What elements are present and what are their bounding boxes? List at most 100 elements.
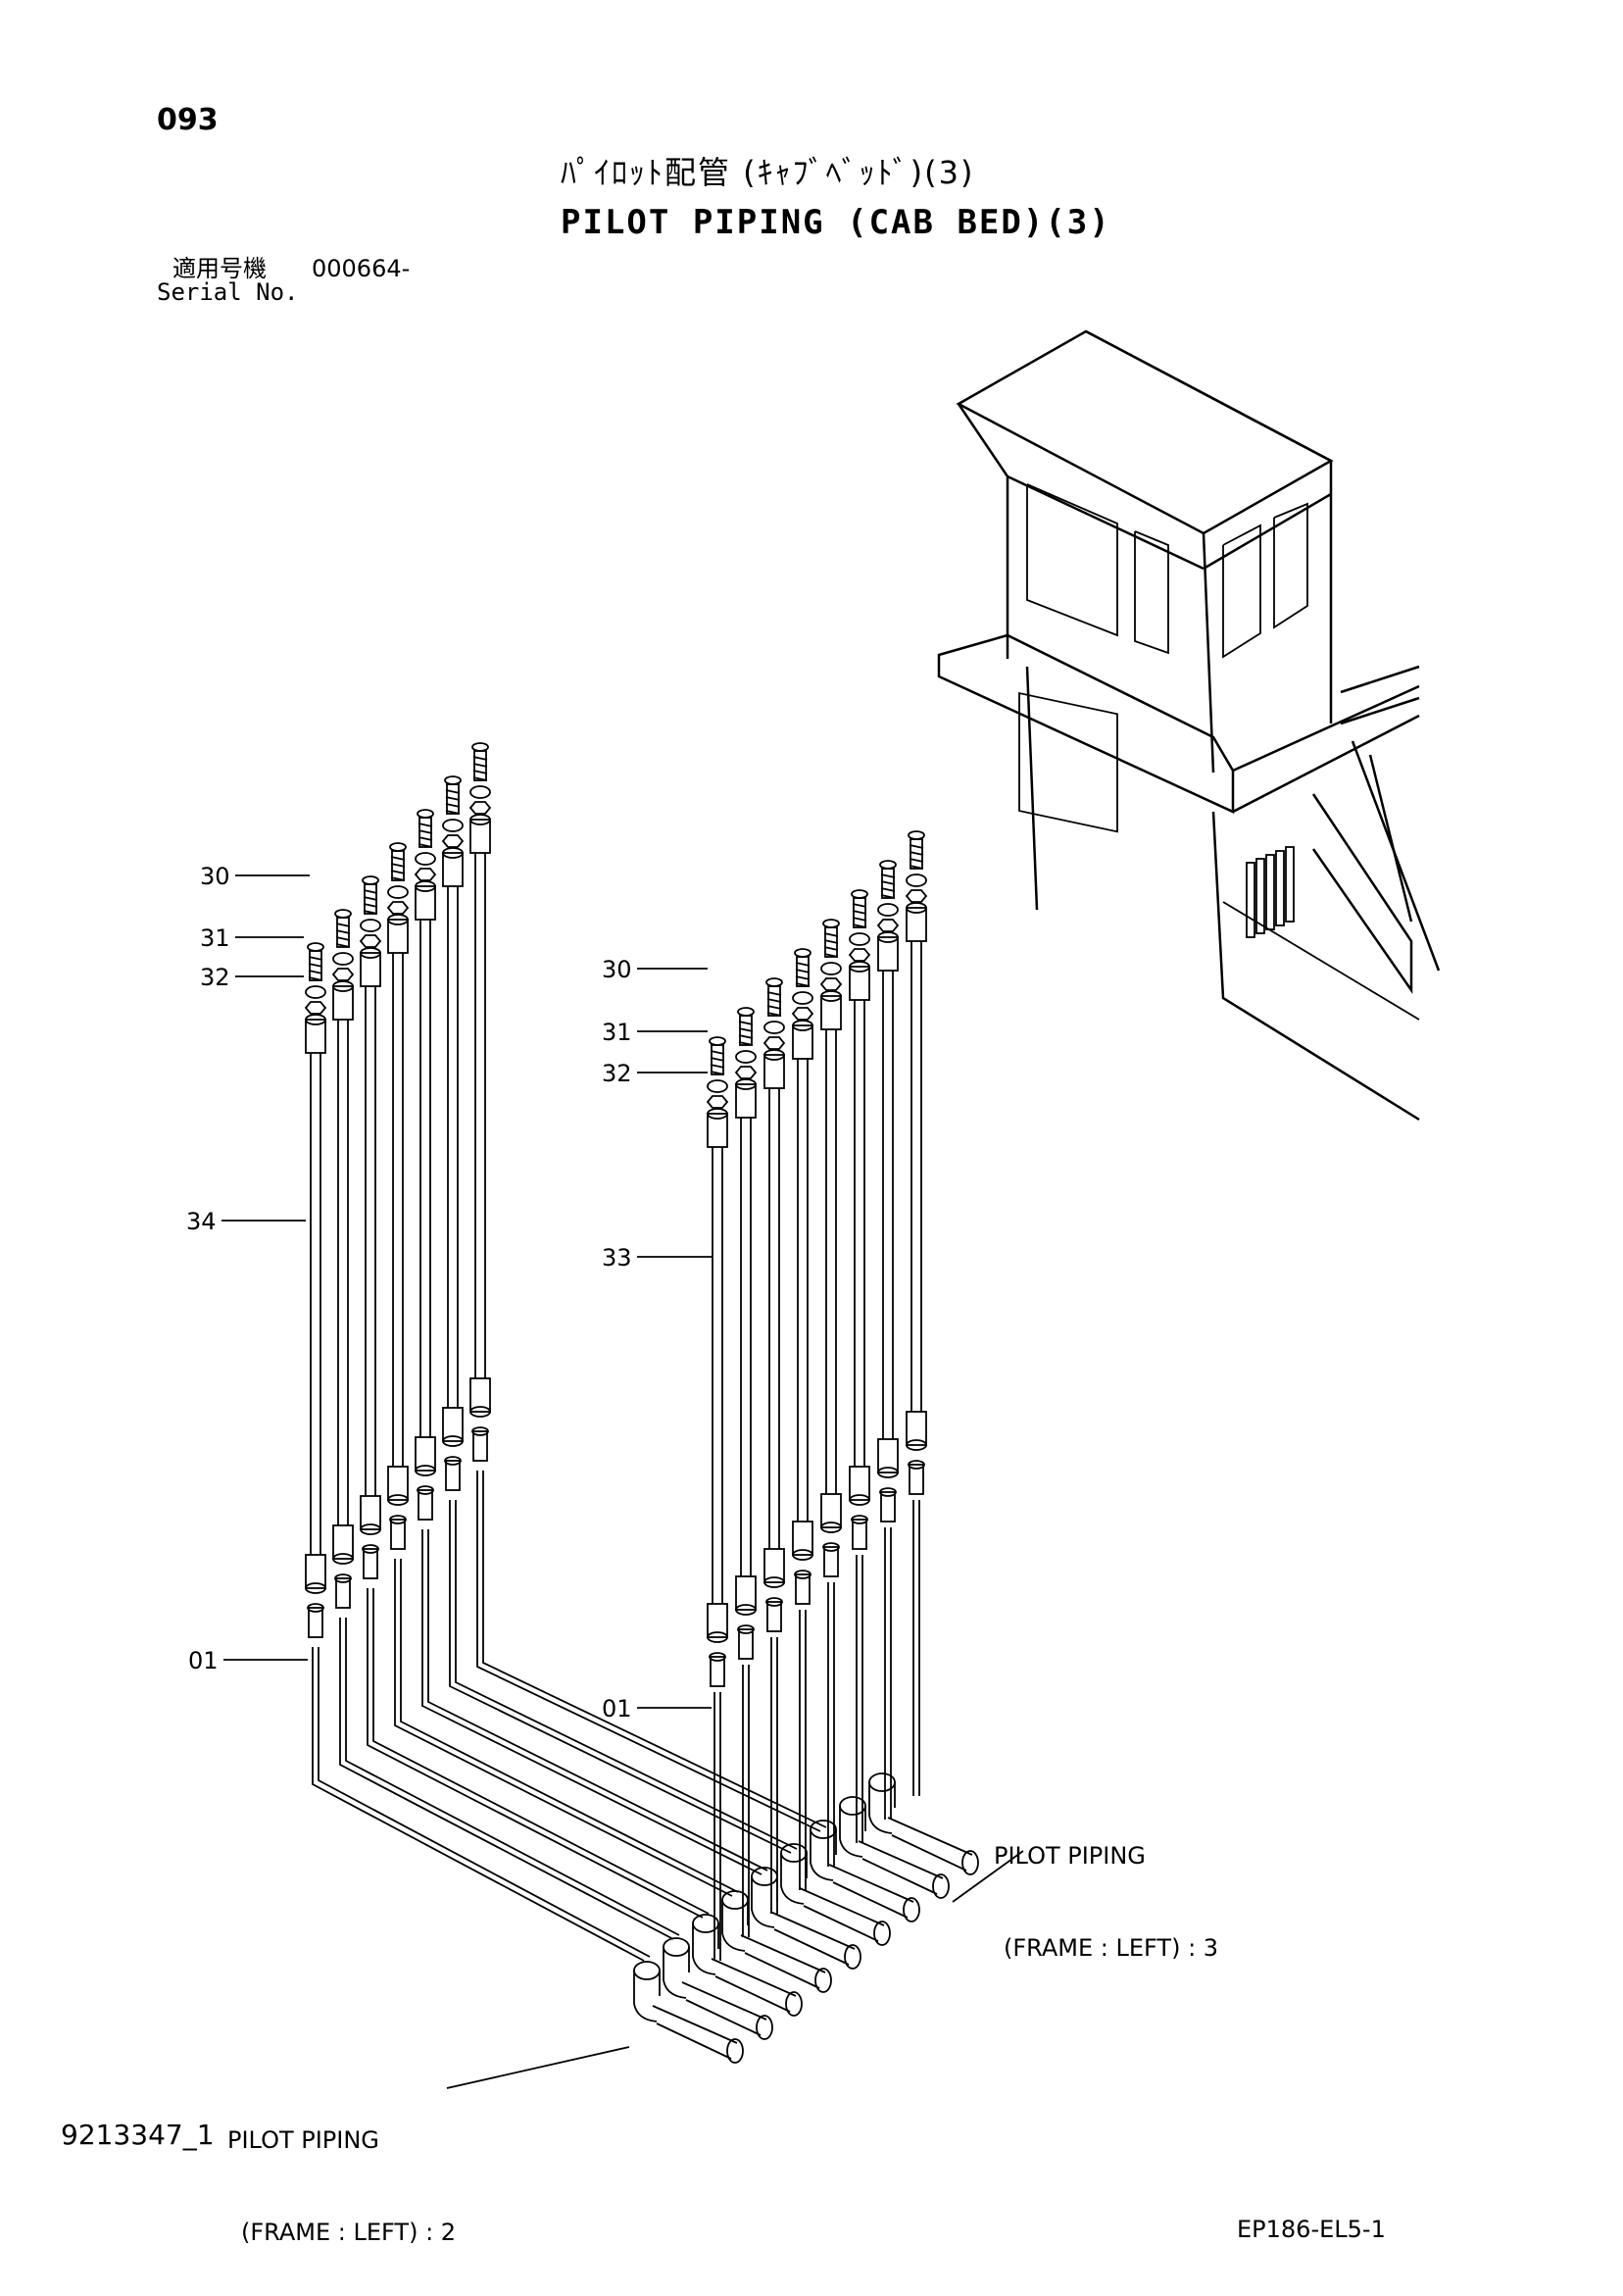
washer (877, 903, 899, 917)
pipe-assembly (414, 809, 437, 1521)
elbow-fitting (721, 1890, 832, 1993)
note-pilot-frame-2-line1: PILOT PIPING (227, 2126, 379, 2155)
washer (735, 1050, 757, 1064)
fitting-top (332, 985, 354, 1021)
nut (876, 919, 900, 932)
adapter (795, 1573, 811, 1605)
elbow-fitting (780, 1843, 891, 1946)
fitting-bottom (442, 1407, 464, 1442)
note-pilot-frame-3-line1: PILOT PIPING (994, 1842, 1146, 1871)
nut (386, 901, 410, 915)
nut (304, 1001, 327, 1015)
elbow-fitting (751, 1867, 861, 1970)
washer (820, 962, 842, 975)
washer (360, 919, 381, 932)
elbow-fitting (810, 1820, 920, 1922)
elbow-fitting (663, 1937, 773, 2040)
adapter (766, 1601, 782, 1632)
elbow-fitting (692, 1914, 803, 2017)
adapter (335, 1577, 351, 1609)
adapter (418, 1489, 433, 1521)
fitting-bottom (792, 1521, 813, 1556)
adapter (472, 1430, 488, 1462)
nut (441, 834, 465, 848)
leader-lines (221, 874, 1024, 2089)
note-pilot-frame-2-line2: (FRAME : LEFT) : 2 (241, 2218, 457, 2246)
pipe-assembly (304, 942, 327, 1638)
nut (791, 1007, 814, 1021)
callout-01-left: 01 (188, 1647, 219, 1674)
fitting-bottom (469, 1377, 491, 1413)
adapter (738, 1628, 754, 1660)
nut (331, 968, 355, 981)
fitting-bottom (735, 1575, 757, 1611)
washer (442, 819, 464, 832)
fitting-top (415, 885, 436, 921)
serial-label-japanese: 適用号機 (172, 255, 267, 282)
note-pilot-frame-2: PILOT PIPING (FRAME : LEFT) : 2 (227, 2065, 456, 2278)
fitting-top (849, 966, 870, 1001)
washer (849, 932, 870, 946)
washer (387, 885, 409, 899)
callout-33: 33 (602, 1244, 632, 1272)
callout-01-right: 01 (602, 1695, 632, 1722)
fitting-top (735, 1083, 757, 1119)
fitting-top (707, 1113, 728, 1148)
fitting-bottom (707, 1603, 728, 1638)
pipe-assembly (791, 948, 814, 1605)
washer (707, 1079, 728, 1093)
pipe-assembly (762, 977, 786, 1632)
adapter (909, 1464, 924, 1495)
nut (414, 868, 437, 881)
callout-32-left: 32 (200, 964, 230, 991)
adapter (390, 1519, 406, 1550)
frame-piping (312, 1471, 979, 2064)
elbow-fitting (868, 1772, 979, 1875)
callout-30-left: 30 (200, 863, 230, 890)
pipe-assembly (819, 919, 843, 1577)
excavator-cab-icon (937, 329, 1441, 1122)
note-pilot-frame-3-line2: (FRAME : LEFT) : 3 (1004, 1933, 1219, 1962)
adapter (710, 1656, 725, 1687)
adapter (880, 1491, 896, 1522)
callout-31-left: 31 (200, 924, 230, 952)
fitting-bottom (360, 1495, 381, 1530)
fitting-top (469, 819, 491, 854)
nut (819, 977, 843, 991)
nut (706, 1095, 729, 1109)
pipe-bundle-icon (1246, 846, 1295, 938)
washer (469, 785, 491, 799)
washer (763, 1021, 785, 1034)
serial-label-english: Serial No. (157, 278, 299, 306)
elbow-fitting (839, 1796, 950, 1899)
pipe-group-33 (706, 830, 928, 1687)
pipe-assembly (386, 842, 410, 1550)
fitting-bottom (820, 1493, 842, 1528)
pipe-assembly (441, 775, 465, 1491)
callout-32-right: 32 (602, 1060, 632, 1087)
serial-value: 000664- (312, 255, 411, 282)
title-japanese: ﾊﾟｲﾛｯﾄ配管 (ｷｬﾌﾞﾍﾞｯﾄﾞ)(3) (561, 154, 975, 191)
fitting-top (906, 907, 927, 942)
washer (906, 873, 927, 887)
adapter (852, 1519, 867, 1550)
adapter (308, 1607, 323, 1638)
fitting-top (360, 952, 381, 987)
callout-34: 34 (186, 1208, 217, 1235)
nut (848, 948, 871, 962)
callout-31-right: 31 (602, 1019, 632, 1046)
pipe-assembly (876, 860, 900, 1522)
pipe-assembly (359, 875, 382, 1579)
pipe-assembly (706, 1036, 729, 1687)
page-number: 093 (157, 103, 219, 137)
fitting-top (792, 1024, 813, 1060)
pipe-assembly (734, 1007, 758, 1660)
adapter (363, 1548, 378, 1579)
nut (734, 1066, 758, 1079)
fitting-bottom (387, 1466, 409, 1501)
callout-30-right: 30 (602, 956, 632, 983)
fitting-bottom (906, 1411, 927, 1446)
nut (905, 889, 928, 903)
pipe-assembly (331, 909, 355, 1609)
fitting-bottom (849, 1466, 870, 1501)
